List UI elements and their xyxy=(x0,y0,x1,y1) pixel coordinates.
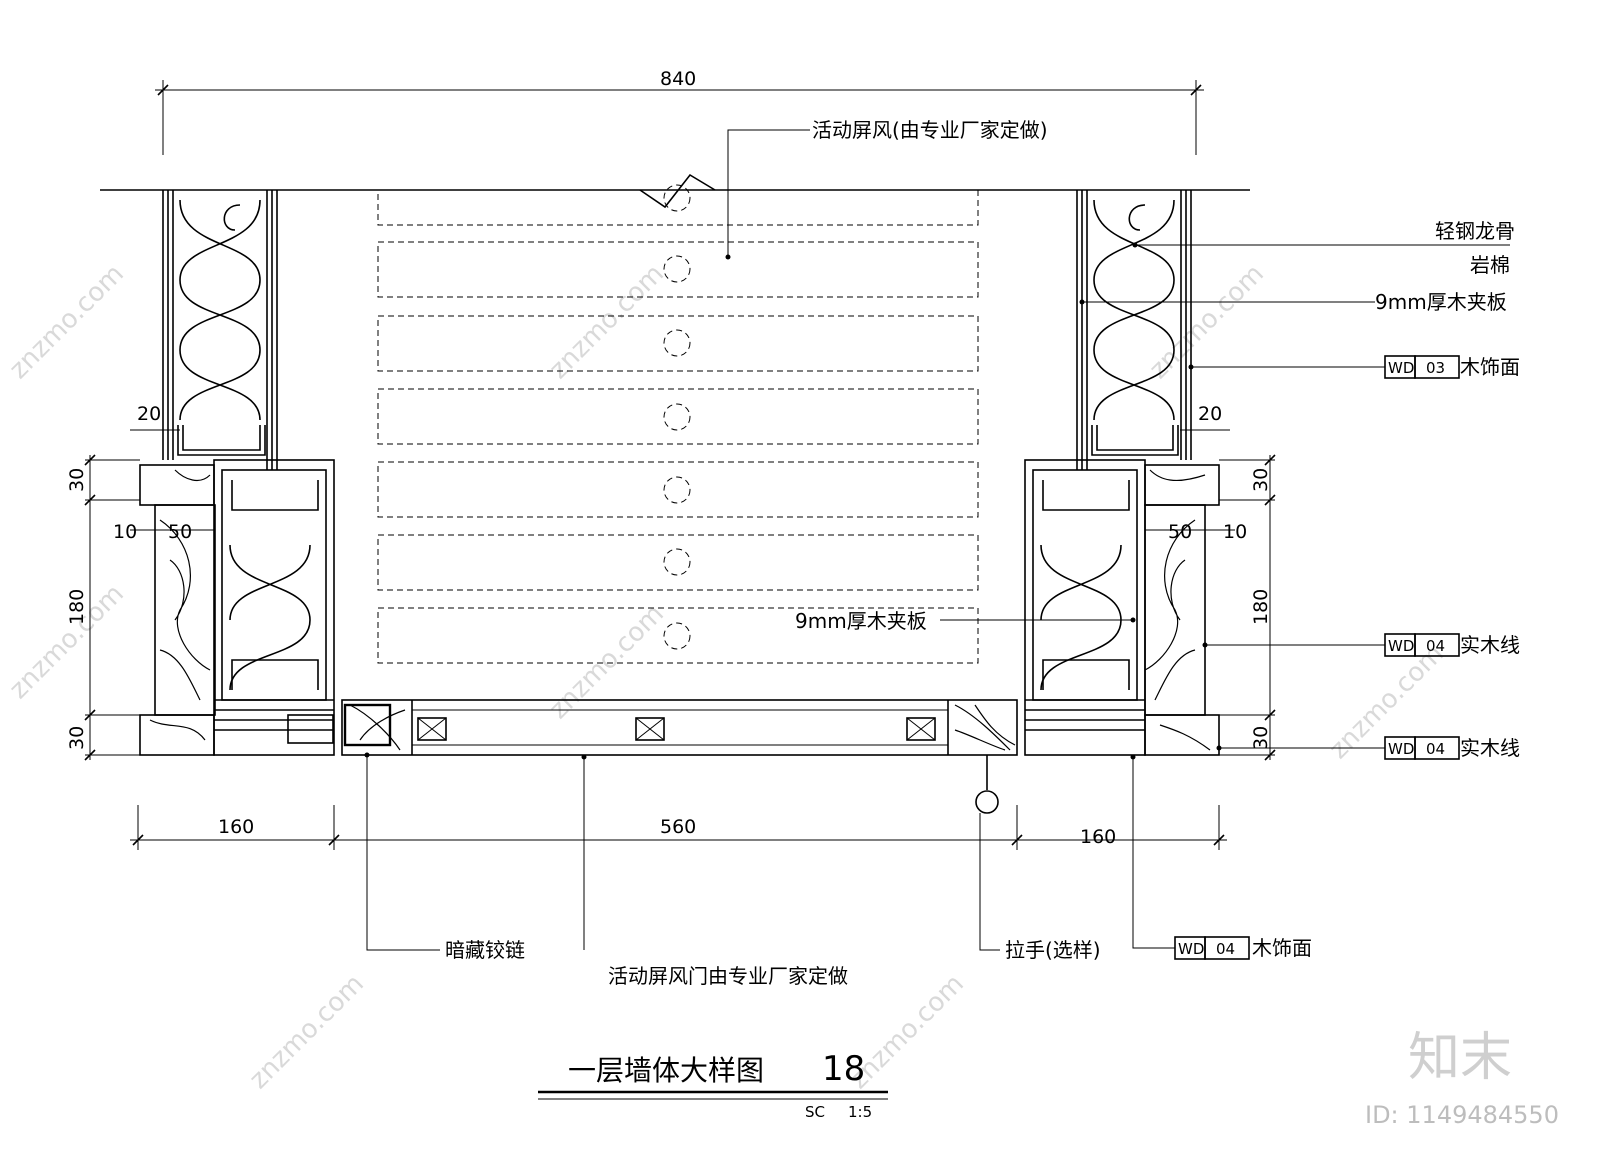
movable-screen xyxy=(377,184,979,664)
label-handle: 拉手(选样) xyxy=(1005,938,1101,962)
watermark-text: znzmo.com xyxy=(544,599,670,725)
dim-left-50: 50 xyxy=(168,521,192,543)
label-plywood-center: 9mm厚木夹板 xyxy=(795,609,927,633)
label-hidden-hinge: 暗藏铰链 xyxy=(445,938,525,962)
dim-left-small: 10 xyxy=(113,521,137,543)
dim-right-height: 180 xyxy=(1250,589,1272,625)
dim-bottom-right: 160 xyxy=(1080,826,1116,848)
dim-left-top-thk: 30 xyxy=(66,468,88,492)
tag-code: WD xyxy=(1388,359,1414,377)
label-steel-keel: 轻钢龙骨 xyxy=(1435,219,1515,243)
screen-door-panel xyxy=(287,699,1018,814)
tag-code: WD xyxy=(1178,940,1204,958)
label-solid-wood-line-1: 实木线 xyxy=(1460,633,1520,657)
tag-num: 04 xyxy=(1216,940,1235,958)
left-dimensions: 30 180 30 20 10 50 xyxy=(66,403,215,761)
watermark-text: znzmo.com xyxy=(244,969,370,1095)
scale-value: 1:5 xyxy=(848,1103,872,1121)
drawing-title: 一层墙体大样图 18 SC 1:5 xyxy=(538,1049,888,1121)
dim-bottom-left: 160 xyxy=(218,816,254,838)
dim-left-bot-thk: 30 xyxy=(66,726,88,750)
label-screen-door: 活动屏风门由专业厂家定做 xyxy=(608,964,848,988)
tag-num: 04 xyxy=(1426,637,1445,655)
left-wall xyxy=(139,190,335,756)
dim-right-top-thk: 30 xyxy=(1250,468,1272,492)
dim-right-bot-thk: 30 xyxy=(1250,726,1272,750)
annotations: 活动屏风(由专业厂家定做) 轻钢龙骨 岩棉 9mm厚木夹板 WD 03 木饰面 … xyxy=(364,118,1520,988)
watermark-text: znzmo.com xyxy=(1144,259,1270,385)
dim-left-gap: 20 xyxy=(137,403,161,425)
tag-num: 03 xyxy=(1426,359,1445,377)
right-dimensions: 30 180 30 20 50 10 xyxy=(1145,403,1276,761)
right-wall xyxy=(1024,190,1220,756)
watermark-text: znzmo.com xyxy=(4,259,130,385)
dim-right-gap: 20 xyxy=(1198,403,1222,425)
title-number: 18 xyxy=(822,1049,865,1089)
label-wood-finish-right: 木饰面 xyxy=(1460,355,1520,379)
tag-code: WD xyxy=(1388,740,1414,758)
brand-watermark: 知末 xyxy=(1408,1028,1512,1088)
id-watermark: ID: 1149484550 xyxy=(1365,1101,1559,1129)
tag-wd04c: WD 04 xyxy=(1174,936,1250,960)
watermark-text: znzmo.com xyxy=(544,259,670,385)
dim-bottom-mid: 560 xyxy=(660,816,696,838)
dim-right-small: 10 xyxy=(1223,521,1247,543)
scale-prefix: SC xyxy=(805,1103,825,1121)
dim-top-total: 840 xyxy=(660,68,696,90)
label-plywood-right: 9mm厚木夹板 xyxy=(1375,290,1507,314)
title-main: 一层墙体大样图 xyxy=(568,1054,764,1087)
dim-right-50: 50 xyxy=(1168,521,1192,543)
tag-code: WD xyxy=(1388,637,1414,655)
label-screen-top: 活动屏风(由专业厂家定做) xyxy=(812,118,1048,142)
tag-num: 04 xyxy=(1426,740,1445,758)
label-solid-wood-line-2: 实木线 xyxy=(1460,736,1520,760)
dim-left-height: 180 xyxy=(66,589,88,625)
label-rock-wool: 岩棉 xyxy=(1470,253,1510,277)
tag-wd04b: WD 04 xyxy=(1384,736,1460,760)
label-wood-finish-bottom: 木饰面 xyxy=(1252,936,1312,960)
tag-wd03: WD 03 xyxy=(1384,355,1460,379)
tag-wd04a: WD 04 xyxy=(1384,633,1460,657)
bottom-dimensions: 160 560 160 xyxy=(130,805,1227,850)
